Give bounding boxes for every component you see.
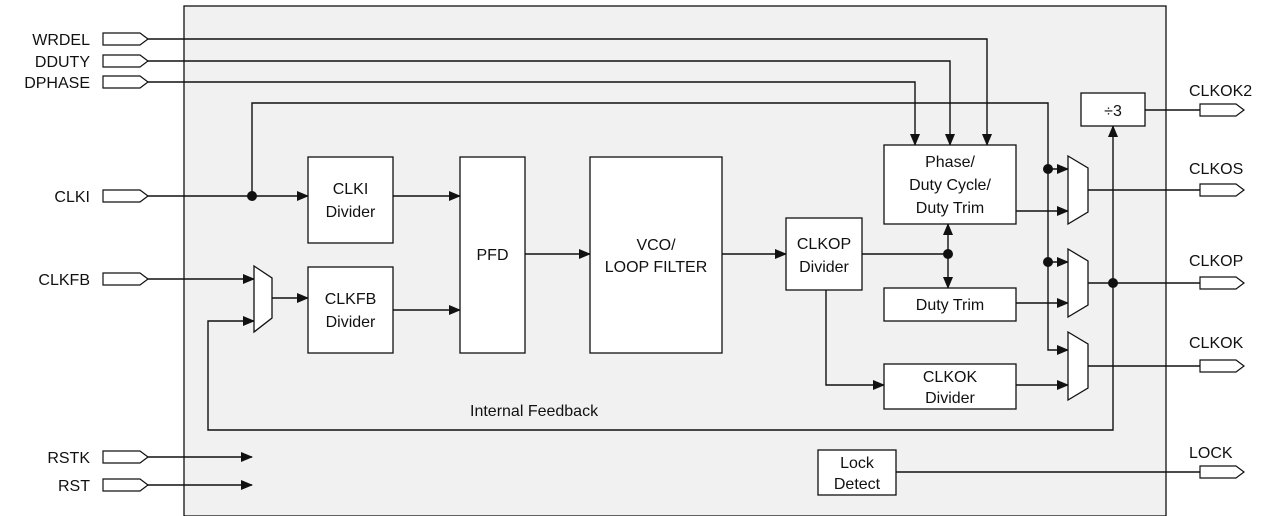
clkfb-divider-block: CLKFB Divider (307, 266, 394, 354)
phase-duty-line2: Duty Cycle/ (909, 177, 991, 194)
pfd-block: PFD (459, 156, 526, 354)
dduty-label: DDUTY (35, 54, 90, 71)
feedback-mux (253, 264, 273, 334)
lock-detect-block: Lock Detect (817, 449, 897, 496)
rst-label: RST (58, 478, 90, 495)
dphase-label: DPHASE (24, 75, 90, 92)
wrdel-port: WRDEL (32, 32, 149, 49)
phase-duty-block: Phase/ Duty Cycle/ Duty Trim (883, 144, 1017, 225)
clkos-mux (1067, 154, 1089, 226)
bypass-junction-top (1043, 164, 1053, 174)
bypass-junction-mid (1043, 257, 1053, 267)
clki-port: CLKI (54, 189, 149, 206)
clkfb-divider-line1: CLKFB (325, 291, 377, 308)
wrdel-label: WRDEL (32, 32, 90, 49)
internal-feedback-wire (207, 283, 1114, 431)
clkok2-port: CLKOK2 (1189, 83, 1252, 117)
clkop-junction (1108, 278, 1118, 288)
lock-detect-line1: Lock (840, 455, 875, 472)
clkop-mux (1067, 247, 1089, 319)
rst-port: RST (58, 478, 149, 495)
clki-junction (247, 191, 257, 201)
clkop-label: CLKOP (1189, 253, 1243, 270)
wrdel-wire (148, 38, 992, 146)
clki-bypass-wire (251, 102, 1069, 355)
phase-duty-line1: Phase/ (925, 154, 975, 171)
clkop-port: CLKOP (1189, 253, 1245, 290)
clki-divider-line2: Divider (326, 204, 376, 221)
clkok-port: CLKOK (1189, 335, 1245, 373)
dphase-wire (148, 81, 920, 146)
vco-line1: VCO/ (636, 237, 676, 254)
clkop-divider-line1: CLKOP (797, 236, 851, 253)
clkok-divider-block: CLKOK Divider (883, 363, 1017, 410)
lock-label: LOCK (1189, 445, 1233, 462)
clkfb-label: CLKFB (38, 272, 90, 289)
clkok-divider-line1: CLKOK (923, 369, 978, 386)
internal-feedback-label: Internal Feedback (470, 403, 599, 420)
phase-duty-line3: Duty Trim (916, 200, 984, 217)
duty-trim-label: Duty Trim (916, 297, 984, 314)
clkop-div-junction (943, 249, 953, 259)
clkok-divider-line2: Divider (925, 390, 975, 407)
lock-port: LOCK (1189, 445, 1245, 479)
clkok-label: CLKOK (1189, 335, 1244, 352)
vco-block: VCO/ LOOP FILTER (589, 156, 723, 354)
clkfb-port: CLKFB (38, 272, 149, 289)
dphase-port: DPHASE (24, 75, 149, 92)
lock-detect-line2: Detect (834, 476, 881, 493)
rstk-port: RSTK (47, 450, 149, 467)
clkop-divider-block: CLKOP Divider (785, 217, 863, 291)
clki-divider-line1: CLKI (333, 181, 369, 198)
clkok2-label: CLKOK2 (1189, 83, 1252, 100)
rstk-label: RSTK (47, 450, 90, 467)
clki-divider-block: CLKI Divider (307, 156, 394, 244)
clkok-mux (1067, 330, 1089, 402)
clkop-divider-line2: Divider (799, 259, 849, 276)
div3-label: ÷3 (1104, 103, 1122, 120)
clkop-div-to-clkok-div (825, 290, 885, 390)
dduty-wire (148, 60, 955, 146)
dduty-port: DDUTY (35, 54, 149, 71)
clki-label: CLKI (54, 189, 90, 206)
pfd-label: PFD (477, 247, 509, 264)
clkfb-divider-line2: Divider (326, 314, 376, 331)
div3-block: ÷3 (1080, 92, 1146, 127)
duty-trim-block: Duty Trim (883, 287, 1017, 322)
clkos-port: CLKOS (1189, 161, 1245, 197)
vco-line2: LOOP FILTER (605, 259, 708, 276)
clkos-label: CLKOS (1189, 161, 1243, 178)
